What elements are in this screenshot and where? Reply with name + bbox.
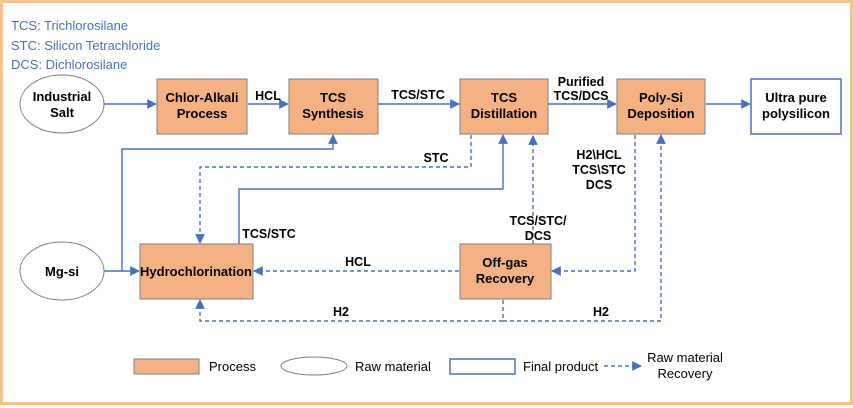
solid-flows: [103, 99, 751, 276]
label-stc: STC: [424, 151, 449, 165]
node-tcs-distillation: TCS Distillation: [459, 78, 549, 135]
node-tcs-synthesis: TCS Synthesis: [288, 78, 379, 135]
svg-text:Off-gas: Off-gas: [482, 255, 528, 270]
svg-text:Deposition: Deposition: [627, 106, 694, 121]
label-tcs-stc-mid: TCS/STC: [242, 227, 295, 241]
node-polysi-deposition: Poly-Si Deposition: [616, 78, 706, 135]
legend-recovery-label-1: Raw material: [647, 350, 723, 365]
legend-final-swatch: [449, 358, 516, 375]
node-chlor-alkali: Chlor-Alkali Process: [156, 78, 248, 135]
legend-process-swatch: [133, 358, 200, 375]
label-h2-left: H2: [333, 305, 349, 319]
node-industrial-salt: Industrial Salt: [19, 74, 105, 134]
node-offgas-recovery: Off-gas Recovery: [459, 243, 552, 300]
node-mg-si: Mg-si: [19, 241, 105, 301]
arrow-h2-right: [503, 134, 666, 322]
legend-raw-label: Raw material: [355, 359, 431, 374]
svg-text:Ultra pure: Ultra pure: [765, 90, 826, 105]
arrow-hydrochlorination-to-distillation: [238, 134, 508, 244]
arrow-stc-recovery: [195, 135, 472, 244]
label-h2hcl-1: H2\HCL: [576, 148, 622, 162]
label-hcl-bottom: HCL: [345, 255, 371, 269]
legend-final-label: Final product: [523, 359, 599, 374]
edge-labels: HCL TCS/STC Purified TCS/DCS STC H2\HCL …: [242, 75, 625, 319]
label-purified-1: Purified: [558, 75, 605, 89]
label-tcs-stc-dcs-2: DCS: [525, 229, 551, 243]
label-h2-right: H2: [593, 305, 609, 319]
svg-text:TCS: TCS: [491, 90, 517, 105]
arrow-h2-left: [195, 299, 504, 322]
legend-process-label: Process: [209, 359, 256, 374]
label-tcs-stc-dcs-1: TCS/STC/: [510, 214, 567, 228]
label-hcl-top: HCL: [255, 89, 281, 103]
svg-text:Distillation: Distillation: [471, 106, 538, 121]
abbr-stc: STC: Silicon Tetrachloride: [11, 38, 160, 53]
abbr-tcs: TCS: Trichlorosilane: [11, 18, 128, 33]
legend-recovery-label-2: Recovery: [658, 366, 713, 381]
svg-text:Synthesis: Synthesis: [302, 106, 363, 121]
svg-text:Recovery: Recovery: [476, 271, 535, 286]
recovery-flows: [195, 134, 666, 322]
arrow-mgsi-to-synthesis: [103, 134, 338, 272]
svg-text:Chlor-Alkali: Chlor-Alkali: [166, 90, 239, 105]
legend: Process Raw material Final product Raw m…: [133, 350, 723, 381]
svg-text:Process: Process: [177, 106, 228, 121]
node-ultra-pure-polysilicon: Ultra pure polysilicon: [750, 78, 842, 135]
svg-text:polysilicon: polysilicon: [762, 106, 830, 121]
svg-text:Poly-Si: Poly-Si: [639, 90, 683, 105]
label-h2hcl-2: TCS\STC: [572, 163, 625, 177]
svg-text:Mg-si: Mg-si: [45, 264, 79, 279]
label-purified-2: TCS/DCS: [554, 89, 609, 103]
arrow-offgas-feed: [551, 135, 636, 276]
abbreviation-key: TCS: Trichlorosilane STC: Silicon Tetrac…: [11, 18, 160, 72]
label-h2hcl-3: DCS: [586, 178, 612, 192]
svg-text:Industrial: Industrial: [33, 89, 92, 104]
svg-text:Hydrochlorination: Hydrochlorination: [140, 264, 252, 279]
label-tcs-stc-top: TCS/STC: [391, 88, 444, 102]
abbr-dcs: DCS: Dichlorosilane: [11, 57, 127, 72]
node-hydrochlorination: Hydrochlorination: [139, 243, 254, 300]
svg-text:Salt: Salt: [50, 105, 75, 120]
process-flow-diagram: TCS: Trichlorosilane STC: Silicon Tetrac…: [11, 18, 842, 381]
legend-raw-swatch: [280, 356, 348, 376]
svg-text:TCS: TCS: [320, 90, 346, 105]
